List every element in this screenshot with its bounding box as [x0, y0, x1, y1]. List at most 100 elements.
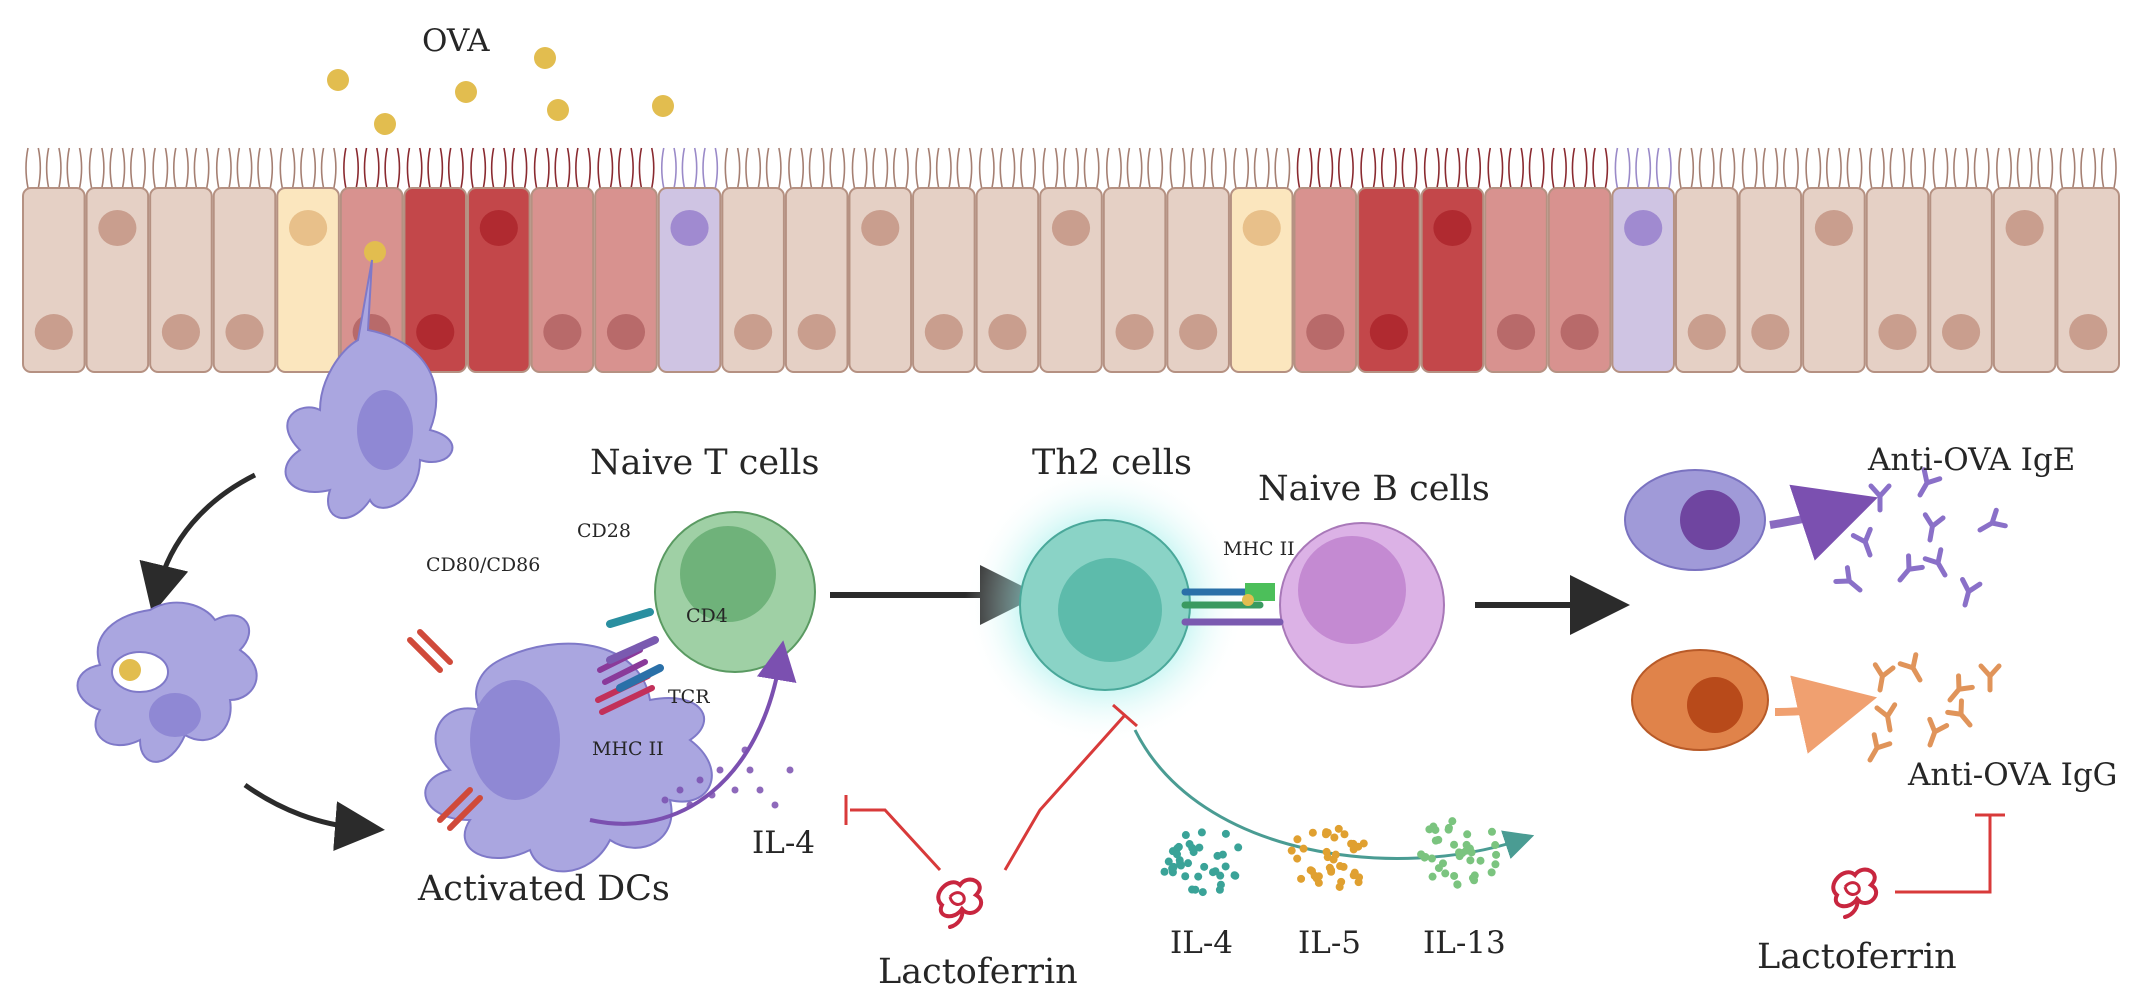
antibody: [1981, 666, 1999, 690]
cilium: [78, 147, 83, 189]
cilium: [927, 147, 932, 189]
cilium: [618, 147, 622, 189]
cytokine-dot: [1476, 856, 1485, 865]
epithelial-nucleus: [1496, 314, 1536, 350]
label-naive-t-cells: Naive T cells: [590, 443, 820, 483]
epithelial-nucleus: [797, 314, 836, 350]
cilium: [1138, 147, 1143, 189]
naive-b-cell: [1279, 522, 1445, 688]
label-mhc-ii-b: MHC II: [1223, 538, 1295, 560]
cilium: [333, 147, 337, 189]
cilium: [1563, 147, 1567, 189]
label-cd28: CD28: [577, 520, 631, 542]
cytokine-dot: [1216, 880, 1225, 889]
cilium: [279, 147, 284, 189]
epithelial-nucleus: [1560, 314, 1599, 350]
cilium: [724, 147, 729, 189]
cilium: [185, 147, 189, 189]
antibody: [1921, 515, 1943, 542]
cilium: [1350, 147, 1354, 189]
cytokine-dot: [1216, 871, 1225, 880]
cilium: [2113, 147, 2117, 189]
cytokine-dot: [1308, 828, 1317, 837]
cilium: [597, 147, 601, 189]
cilium: [1953, 147, 1957, 189]
cilium: [2080, 147, 2084, 189]
cilium: [1274, 147, 1278, 189]
cilium: [1626, 147, 1631, 189]
plasma-cell-igg: [1631, 649, 1878, 754]
cilium: [1655, 147, 1660, 189]
cilium: [1253, 147, 1258, 189]
cilium: [935, 147, 940, 189]
il4-dots-dc: [661, 746, 794, 809]
cilium: [1858, 147, 1863, 189]
cytokine-dot: [1293, 835, 1302, 844]
cilium: [872, 147, 876, 189]
cilium: [2059, 147, 2064, 189]
cilium: [905, 147, 909, 189]
antibody: [1943, 676, 1972, 706]
epithelium: [22, 187, 2121, 373]
cilium: [1456, 147, 1461, 189]
cilium: [1668, 147, 1672, 189]
label-activated-dcs: Activated DCs: [418, 869, 670, 909]
cytokine-dot: [1221, 862, 1230, 871]
label-il13: IL-13: [1423, 925, 1506, 961]
cilium: [1741, 147, 1746, 189]
label-ova: OVA: [422, 23, 490, 59]
label-lactoferrin-center: Lactoferrin: [878, 952, 1078, 992]
cytokine-dot: [1434, 835, 1443, 844]
epithelial-nucleus: [606, 314, 646, 350]
cilium: [1762, 147, 1766, 189]
cytokine-dot: [1466, 856, 1475, 865]
dendritic-cell-sampling: [284, 259, 454, 520]
cilium: [1910, 147, 1914, 189]
cytokine-dot: [1299, 844, 1308, 853]
cilium: [1105, 147, 1110, 189]
cytokine-dot: [1337, 877, 1346, 886]
cilium: [1266, 147, 1270, 189]
epithelial-nucleus: [924, 314, 963, 350]
cytokine-dot: [1448, 817, 1457, 826]
th2-b-synapse: [1181, 583, 1284, 626]
antibody: [1900, 655, 1928, 685]
epithelial-nucleus: [1941, 314, 1981, 350]
cilium: [1169, 147, 1174, 189]
cytokine-dot: [1487, 827, 1496, 836]
cytokine-dot: [1491, 860, 1500, 869]
cilium: [1817, 147, 1822, 189]
cilium: [164, 147, 169, 189]
cilium: [1583, 147, 1588, 189]
cilium: [1838, 147, 1842, 189]
cilium: [1571, 147, 1576, 189]
cilium: [1678, 147, 1682, 189]
cytokine-dot: [1314, 878, 1323, 887]
antibody: [1862, 735, 1890, 765]
cilium: [1647, 147, 1652, 189]
cilium: [546, 147, 550, 189]
epithelial-nucleus: [1878, 314, 1917, 350]
cytokine-dot: [1234, 843, 1243, 852]
cilium: [1711, 147, 1715, 189]
cilium: [2100, 147, 2105, 189]
epithelial-nucleus: [988, 314, 1027, 350]
cilium: [1126, 147, 1131, 189]
cilium: [1477, 147, 1482, 189]
cilium: [88, 147, 93, 189]
antibody: [1893, 556, 1922, 586]
cilium: [503, 147, 507, 189]
cilium: [1986, 147, 1990, 189]
cilium: [745, 147, 749, 189]
cilium: [1054, 147, 1059, 189]
epithelial-nucleus: [861, 210, 900, 246]
cytokine-dot: [1347, 839, 1356, 848]
cilium: [1329, 147, 1334, 189]
cilium: [808, 147, 813, 189]
cilium: [215, 147, 220, 189]
cytokine-dot: [1184, 859, 1193, 868]
cilium: [978, 147, 983, 189]
igg-antibodies: [1862, 655, 1999, 765]
cytokine-dot: [1195, 843, 1204, 852]
cilium: [1754, 147, 1758, 189]
